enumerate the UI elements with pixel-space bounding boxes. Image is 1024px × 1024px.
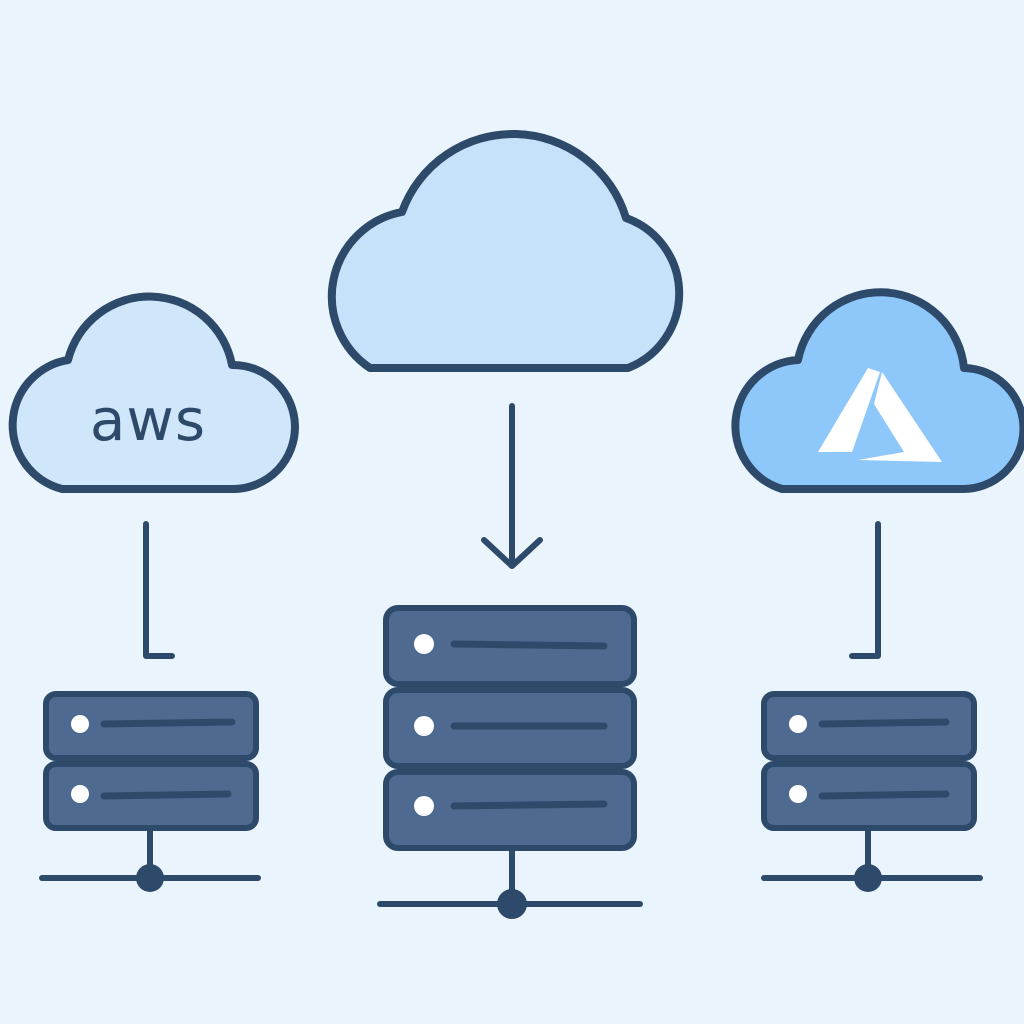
- server-rack-center-icon: [377, 605, 643, 919]
- cloud-left: aws: [8, 292, 299, 493]
- connector-left-elbow: [143, 521, 175, 659]
- server-unit: [383, 769, 637, 851]
- cloud-right: [731, 288, 1024, 494]
- server-rack-left-icon: [39, 691, 261, 892]
- azure-logo-icon: [818, 368, 942, 462]
- cloud-left-shape: [8, 292, 299, 493]
- server-rack-right-icon: [761, 691, 983, 892]
- connector-right-elbow: [849, 521, 881, 659]
- cloud-center-shape: [327, 130, 684, 372]
- cloud-center: [327, 130, 684, 372]
- connector-center-arrow: [481, 403, 543, 569]
- aws-logo-text: aws: [90, 386, 206, 454]
